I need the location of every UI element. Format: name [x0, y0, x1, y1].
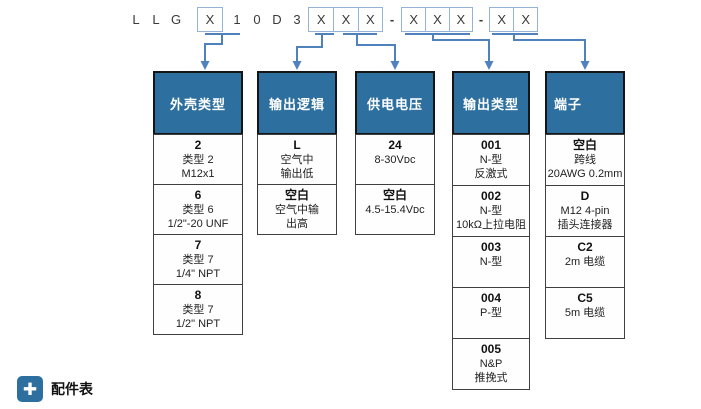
code-box-char: X: [513, 8, 537, 31]
option-code: 6: [194, 188, 202, 202]
code-char: L: [152, 12, 160, 27]
code-box-char: X: [357, 8, 382, 31]
option-description: 类型 7: [182, 254, 214, 266]
option-code: 7: [194, 238, 202, 252]
option-cell: 空白 4.5-15.4Vᴅᴄ: [355, 184, 435, 235]
code-char: 3: [293, 12, 301, 27]
code-char: L: [132, 12, 140, 27]
code-box-char: X: [497, 12, 507, 27]
code-char: 0: [253, 12, 261, 27]
accessories-row[interactable]: ✚ 配件表: [17, 376, 93, 402]
option-description: 类型 7: [182, 304, 214, 316]
option-cell: C5 5m 电缆: [545, 287, 625, 339]
option-cell: 2 类型 2 M12x1: [153, 134, 243, 185]
option-cell: 6 类型 6 1/2"-20 UNF: [153, 184, 243, 235]
option-cell: L 空气中输出低: [257, 134, 337, 185]
code-box-char: X: [205, 12, 215, 27]
option-description: N-型: [479, 205, 503, 217]
column-header: 端子: [545, 71, 625, 135]
option-column-3: 供电电压 24 8-30Vᴅᴄ 空白 4.5-15.4Vᴅᴄ: [355, 71, 435, 235]
code-box-char: X: [448, 8, 472, 31]
plus-icon[interactable]: ✚: [17, 376, 43, 402]
option-code: 空白: [284, 188, 309, 202]
option-column-1: 外壳类型 2 类型 2 M12x1 6 类型 6 1/2"-20 UNF 7 类型 7 1/4" …: [153, 71, 243, 335]
option-description: N&P: [479, 358, 503, 370]
option-description: 1/4" NPT: [175, 268, 221, 280]
option-description: 输出低: [280, 168, 314, 180]
option-code: 002: [480, 189, 502, 203]
code-char: D: [272, 12, 282, 27]
option-code: L: [293, 138, 301, 152]
column-header: 外壳类型: [153, 71, 243, 135]
option-code: 003: [480, 240, 502, 254]
option-code: 24: [388, 138, 402, 152]
option-cell: C2 2m 电缆: [545, 236, 625, 288]
option-cell: 8 类型 7 1/2" NPT: [153, 284, 243, 335]
code-box-char: X: [316, 12, 326, 27]
option-code: 8: [194, 288, 202, 302]
code-box-char: X: [409, 12, 418, 27]
option-description: 4.5-15.4Vᴅᴄ: [365, 204, 425, 216]
option-description: 5m 电缆: [564, 307, 606, 319]
option-code: 2: [194, 138, 202, 152]
option-description: 1/2"-20 UNF: [167, 218, 229, 230]
option-code: 空白: [382, 188, 407, 202]
option-code: C5: [577, 291, 593, 305]
column-header: 供电电压: [355, 71, 435, 135]
option-code: C2: [577, 240, 593, 254]
code-separator: -: [389, 12, 395, 27]
option-cell: 空白空气中输出高: [257, 184, 337, 235]
code-char: G: [170, 12, 182, 27]
option-description: 类型 2: [182, 154, 214, 166]
option-description: 推挽式: [474, 372, 508, 384]
option-description: 20AWG 0.2mm: [547, 168, 623, 180]
option-description: 1/2" NPT: [175, 318, 221, 330]
option-column-2: 输出逻辑 L 空气中输出低空白空气中输出高: [257, 71, 337, 235]
option-description: 10kΩ上拉电阻: [456, 219, 526, 231]
option-description: P-型: [480, 307, 502, 319]
option-description: 空气中: [280, 154, 314, 166]
option-description: N-型: [479, 256, 503, 268]
option-cell: D M12 4-pin 插头连接器: [545, 185, 625, 237]
option-description: N-型: [479, 154, 503, 166]
option-description: 反激式: [474, 168, 508, 180]
option-description: 2m 电缆: [564, 256, 606, 268]
option-code: 005: [480, 342, 502, 356]
option-code: D: [580, 189, 590, 203]
code-box-group: X: [197, 7, 223, 32]
option-description: M12 4-pin: [560, 205, 610, 217]
option-description: 插头连接器: [557, 219, 613, 231]
option-code: 001: [480, 138, 502, 152]
option-description: 类型 6: [182, 204, 214, 216]
option-cell: 空白跨线 20AWG 0.2mm: [545, 134, 625, 186]
code-separator: -: [478, 12, 484, 27]
column-header: 输出类型: [452, 71, 530, 135]
option-description: 空气中输: [275, 204, 319, 216]
option-description: 跨线: [574, 154, 596, 166]
code-box-char: X: [333, 8, 357, 31]
option-cell: 24 8-30Vᴅᴄ: [355, 134, 435, 185]
option-description: 出高: [286, 218, 308, 230]
option-code: 空白: [572, 138, 597, 152]
code-box-char: X: [425, 8, 448, 31]
option-description: M12x1: [181, 168, 215, 180]
code-char: 1: [233, 12, 241, 27]
option-code: 004: [480, 291, 502, 305]
option-description: 8-30Vᴅᴄ: [374, 154, 416, 166]
accessories-label: 配件表: [51, 381, 93, 397]
option-cell: 7 类型 7 1/4" NPT: [153, 234, 243, 285]
column-header: 输出逻辑: [257, 71, 337, 135]
